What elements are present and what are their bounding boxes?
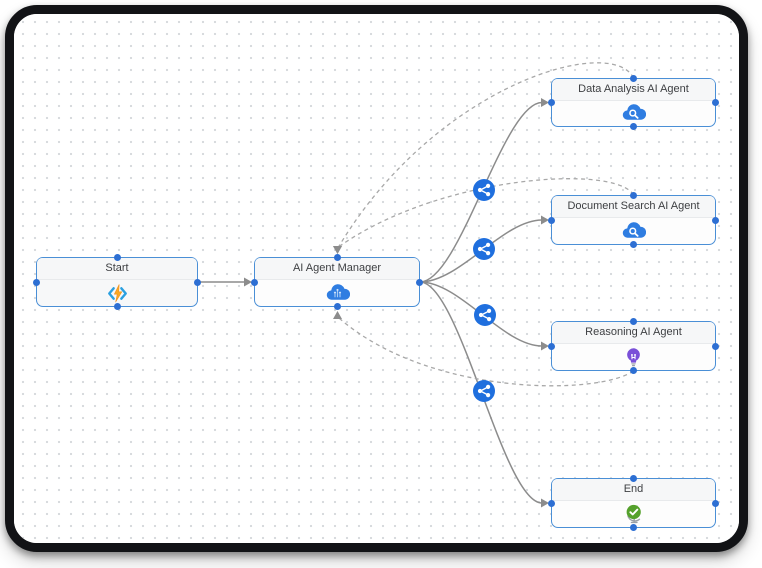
node-body	[552, 101, 715, 126]
lightbulb-circuit-icon	[622, 346, 645, 369]
port-left[interactable]	[548, 99, 555, 106]
port-top[interactable]	[113, 254, 121, 261]
edge-document-search-feedback[interactable]	[338, 178, 635, 248]
port-top[interactable]	[630, 318, 637, 325]
cloud-search-icon	[621, 219, 646, 244]
port-right[interactable]	[712, 499, 719, 507]
port-right[interactable]	[712, 342, 719, 350]
port-left[interactable]	[33, 278, 40, 286]
port-right[interactable]	[712, 99, 719, 106]
edge-badge-manager-to-document-search[interactable]	[473, 238, 495, 260]
code-lightning-icon	[106, 282, 129, 305]
port-right[interactable]	[712, 216, 719, 224]
ai-cloud-icon	[325, 281, 350, 306]
port-top[interactable]	[630, 475, 637, 482]
node-title: Data Analysis AI Agent	[552, 79, 715, 101]
port-right[interactable]	[194, 278, 201, 286]
node-reasoning[interactable]: Reasoning AI Agent	[548, 318, 719, 374]
port-top[interactable]	[630, 75, 637, 82]
node-title: Document Search AI Agent	[552, 196, 715, 218]
node-data-analysis[interactable]: Data Analysis AI Agent	[548, 75, 719, 130]
port-bottom[interactable]	[630, 367, 637, 374]
node-body	[255, 280, 419, 306]
check-globe-icon	[622, 502, 646, 526]
edge-reasoning-feedback[interactable]	[338, 317, 634, 387]
node-start[interactable]: Start	[33, 254, 201, 310]
port-bottom[interactable]	[113, 303, 121, 310]
port-left[interactable]	[548, 216, 555, 224]
edge-badge-manager-to-reasoning[interactable]	[474, 304, 496, 326]
port-top[interactable]	[630, 192, 637, 199]
node-end[interactable]: End	[548, 475, 719, 531]
node-body	[552, 501, 715, 527]
port-top[interactable]	[333, 254, 341, 261]
node-body	[552, 344, 715, 370]
cloud-search-icon	[621, 101, 646, 126]
edge-badge-manager-to-data-analysis[interactable]	[473, 179, 495, 201]
port-left[interactable]	[548, 499, 555, 507]
node-document-search[interactable]: Document Search AI Agent	[548, 192, 719, 248]
node-body	[552, 218, 715, 244]
port-bottom[interactable]	[630, 524, 637, 531]
node-title: Reasoning AI Agent	[552, 322, 715, 344]
port-right[interactable]	[416, 278, 423, 286]
edge-badge-manager-to-end[interactable]	[473, 380, 495, 402]
port-bottom[interactable]	[333, 303, 341, 310]
node-body	[37, 280, 197, 306]
node-title: AI Agent Manager	[255, 258, 419, 280]
port-bottom[interactable]	[630, 123, 637, 130]
node-title: Start	[37, 258, 197, 280]
port-left[interactable]	[251, 278, 258, 286]
node-manager[interactable]: AI Agent Manager	[251, 254, 423, 310]
node-title: End	[552, 479, 715, 501]
edge-data-analysis-feedback[interactable]	[337, 62, 635, 248]
port-bottom[interactable]	[630, 241, 637, 248]
port-left[interactable]	[548, 342, 555, 350]
